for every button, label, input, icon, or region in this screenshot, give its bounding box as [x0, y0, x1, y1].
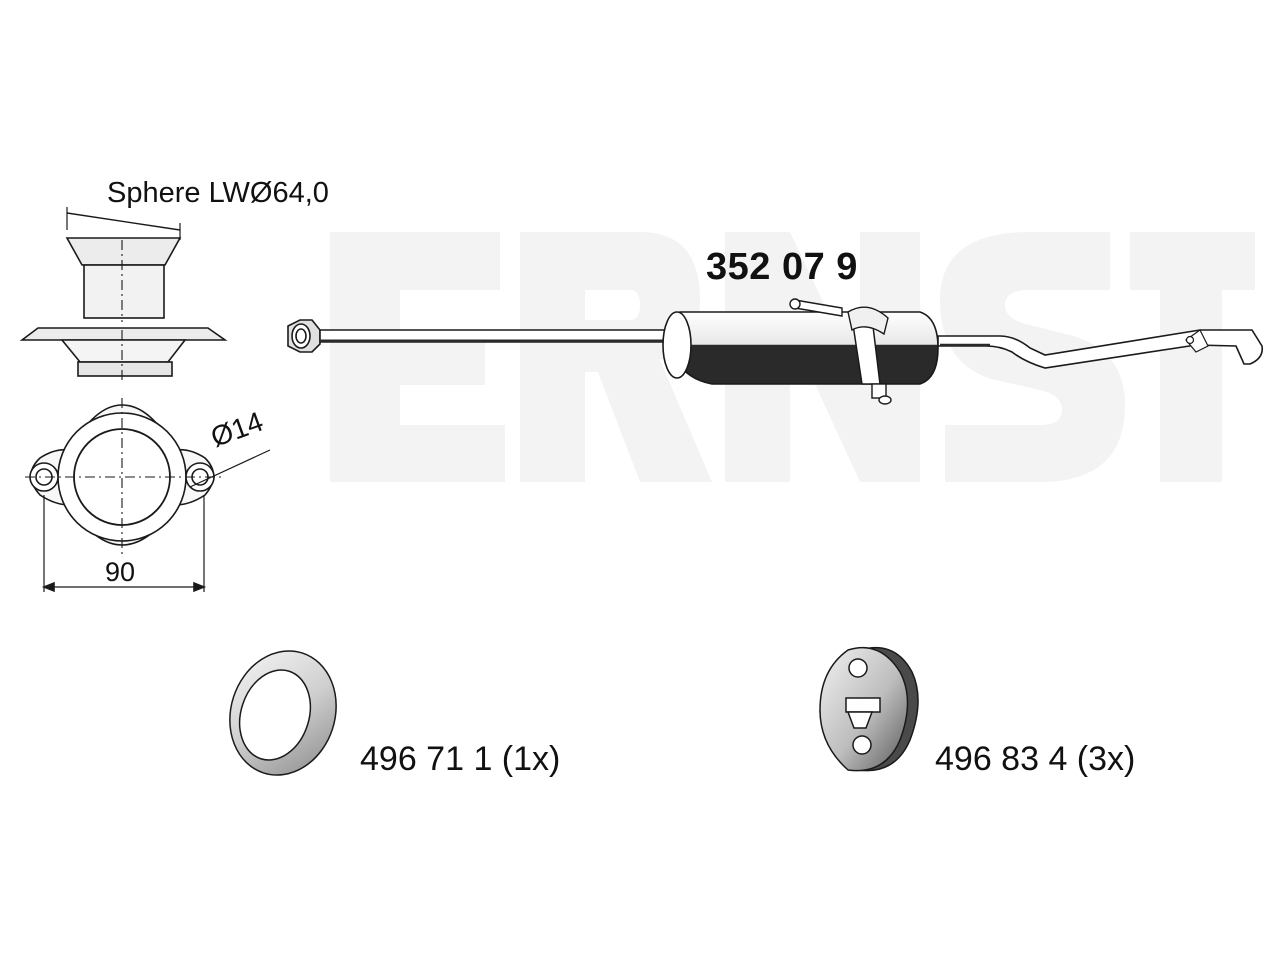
- sphere-diameter-label: Sphere LWØ64,0: [107, 177, 329, 209]
- flange-top-view: [25, 398, 271, 593]
- exhaust-middle-silencer: [287, 298, 1264, 405]
- flange-width-label: 90: [105, 557, 136, 587]
- sealing-ring-part-label: 496 71 1 (1x): [360, 740, 561, 778]
- inlet-flange: [287, 319, 321, 353]
- part-number-label: 352 07 9: [706, 246, 858, 288]
- flange-plate-side-view: [19, 327, 228, 382]
- sealing-ring-icon: [229, 650, 337, 776]
- rubber-hanger-icon: [819, 646, 919, 772]
- rubber-hanger-part-label: 496 83 4 (3x): [935, 740, 1136, 778]
- flange-pipe-side-view: [65, 207, 182, 322]
